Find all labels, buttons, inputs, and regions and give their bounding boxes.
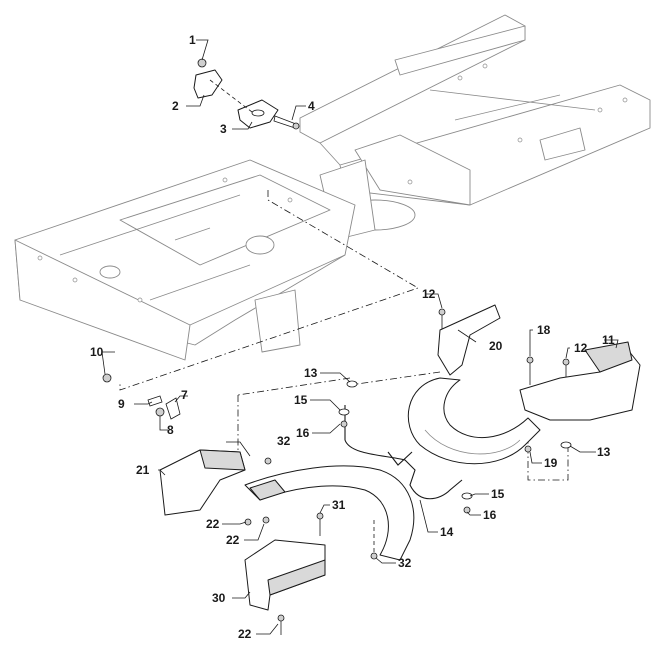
cable-part-14 — [344, 405, 463, 500]
frame-floor-panel — [119, 174, 331, 266]
callout-8: 8 — [167, 423, 174, 437]
callout-13-right: 13 — [597, 445, 611, 459]
callout-13-left: 13 — [304, 366, 318, 380]
left-guard-assembly — [159, 449, 415, 561]
nut-part-10 — [102, 373, 112, 383]
callout-20: 20 — [489, 339, 503, 353]
callout-labels: 1 2 3 4 7 8 9 10 11 12 12 13 13 14 15 15… — [90, 33, 615, 641]
callout-31: 31 — [332, 498, 346, 512]
bolt-part-12-right — [562, 358, 570, 366]
bolt-part-7 — [165, 397, 181, 420]
frame-bearing — [245, 235, 275, 255]
callout-16-left: 16 — [296, 426, 310, 440]
nut-part-1 — [197, 58, 207, 68]
plate-rib-part-30 — [267, 559, 326, 596]
callout-14: 14 — [440, 525, 454, 539]
callout-18: 18 — [537, 323, 551, 337]
callout-11: 11 — [602, 333, 615, 347]
callout-22-b: 22 — [226, 533, 240, 547]
nut-part-32-bottom — [370, 552, 378, 560]
callout-3: 3 — [220, 122, 227, 136]
right-brackets — [437, 304, 641, 453]
belt-cover-clip — [249, 479, 286, 501]
pin-assembly — [102, 373, 181, 420]
cable-assembly — [338, 405, 473, 514]
callout-10: 10 — [90, 345, 104, 359]
assembly-line-main — [119, 190, 419, 391]
bracket-part-20 — [437, 304, 501, 376]
callout-15-right: 15 — [491, 487, 505, 501]
disc-guard-body — [407, 377, 541, 465]
frame-support-leg — [254, 289, 301, 353]
callout-7: 7 — [181, 388, 188, 402]
frame-rear-block — [354, 134, 471, 206]
washer-part-13-right — [560, 441, 572, 449]
callout-9: 9 — [118, 397, 125, 411]
callout-32-top: 32 — [277, 434, 291, 448]
frame-front-edge — [14, 239, 191, 361]
washer-part-13-left — [346, 380, 358, 388]
callout-1: 1 — [189, 33, 196, 47]
callout-4: 4 — [308, 99, 315, 113]
callout-21: 21 — [136, 463, 150, 477]
bracket-part-2 — [193, 69, 223, 99]
frame-crossmember-top — [394, 25, 526, 76]
screw-part-22-c — [277, 614, 285, 622]
callout-16-right: 16 — [483, 508, 497, 522]
bolt-head-part-4 — [292, 122, 300, 130]
clamp-hole — [251, 109, 265, 117]
bolt-part-31 — [316, 512, 324, 520]
nut-part-16-right — [463, 506, 471, 514]
callout-15-left: 15 — [294, 393, 308, 407]
washer-part-8 — [155, 407, 165, 417]
bolt-part-18 — [526, 356, 534, 364]
right-disc-guard — [346, 377, 541, 465]
guard-top-part-21 — [199, 449, 246, 471]
frame-bracket-right — [539, 127, 586, 161]
nut-part-19 — [524, 445, 532, 453]
callout-30: 30 — [212, 591, 226, 605]
callout-19: 19 — [544, 456, 558, 470]
callout-32-bottom: 32 — [398, 556, 412, 570]
assembly-line-cable — [237, 377, 351, 396]
washer-part-15-right — [461, 492, 473, 500]
belt-cover-curved — [244, 465, 415, 561]
nut-part-32-top — [264, 457, 272, 465]
frame-boss — [99, 265, 121, 279]
cable-hook — [387, 451, 413, 466]
bolt-part-12-left — [438, 308, 446, 316]
callout-12-right: 12 — [574, 341, 588, 355]
nut-part-16-left — [340, 420, 348, 428]
assembly-line-13a — [349, 371, 441, 386]
pin-part-9 — [147, 395, 163, 407]
bottom-plate-assembly — [244, 539, 326, 635]
screw-part-22-b — [262, 516, 270, 524]
housing-top-part-11 — [584, 341, 633, 373]
leader-lines — [101, 39, 619, 635]
callout-22-a: 22 — [206, 517, 220, 531]
chassis-frame — [14, 14, 651, 361]
washer-part-15-left — [338, 408, 350, 416]
callout-22-c: 22 — [238, 627, 252, 641]
callout-2: 2 — [172, 99, 179, 113]
top-bracket-assembly — [193, 58, 300, 130]
callout-12-left: 12 — [422, 287, 436, 301]
